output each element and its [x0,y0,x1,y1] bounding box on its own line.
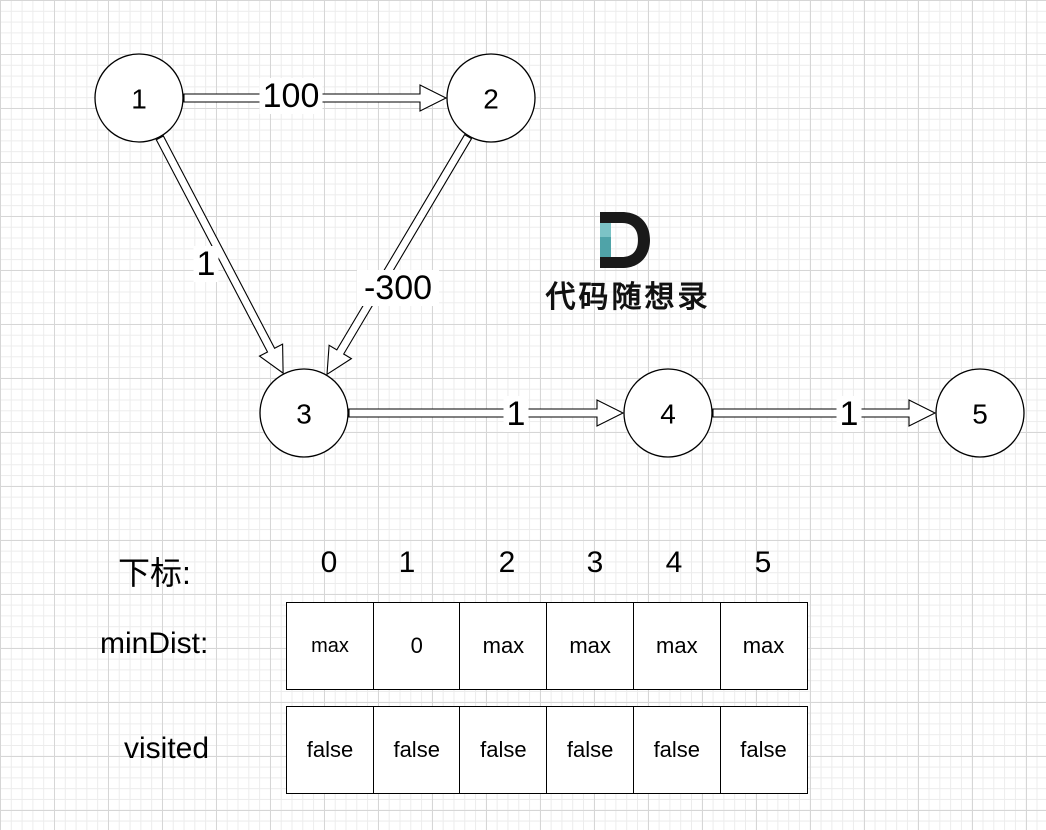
visited-cell-0: false [286,706,374,794]
node-circle [935,368,1025,458]
min-dist-cell-4: max [632,602,721,690]
visited-cell-5: false [719,706,808,794]
index-2: 2 [498,546,516,579]
logo: 代码随想录 [528,210,728,320]
index-label: 下标: [118,555,191,591]
min-dist-cell-5: max [719,602,808,690]
logo-text: 代码随想录 [545,280,711,315]
node-label: 3 [296,399,312,430]
index-4: 4 [665,546,683,579]
visited-cell-2: false [459,706,548,794]
node-label: 5 [972,399,988,430]
graph-node-3: 3 [259,368,349,458]
graph-diagram: 100 1 -300 1 1 1 2 3 4 5 [94,53,1025,458]
index-5: 5 [754,546,772,579]
edge-weight-label: -300 [364,269,432,307]
edge-label-bg [836,396,862,432]
visited-label: visited [124,732,210,765]
graph-node-2: 2 [446,53,536,143]
nodes-layer: 1 2 3 4 5 [94,53,1025,458]
edge-weight-label: 1 [197,245,216,283]
edge-arrow-4-5 [712,399,937,427]
node-label: 2 [483,84,499,115]
node-circle [446,53,536,143]
edge-label-bg [357,270,439,306]
edge-arrow-3-4 [348,399,625,427]
index-0: 0 [320,546,338,579]
min-dist-cell-3: max [546,602,635,690]
edge-1-3: 1 [155,135,284,375]
edge-2-3: -300 [326,133,473,376]
min-dist-cell-2: max [459,602,548,690]
edge-label-bg [193,246,219,282]
edge-weight-label: 100 [263,77,320,115]
logo-d-icon [600,212,650,268]
edge-weight-label: 1 [507,395,526,433]
node-circle [259,368,349,458]
node-circle [94,53,184,143]
graph-node-1: 1 [94,53,184,143]
edge-weight-label: 1 [840,395,859,433]
visited-cell-3: false [546,706,635,794]
edge-arrow-1-3 [155,135,284,375]
node-circle [623,368,713,458]
visited-cell-1: false [372,706,461,794]
index-1: 1 [398,546,416,579]
graph-node-4: 4 [623,368,713,458]
edges-layer: 100 1 -300 1 1 [155,77,937,433]
edge-3-4: 1 [348,395,625,433]
edge-label-bg [503,396,529,432]
graph-node-5: 5 [935,368,1025,458]
edge-label-bg [259,78,323,114]
min-dist-label: minDist: [100,627,209,660]
index-3: 3 [586,546,604,579]
min-dist-cell-0: max [286,602,374,690]
node-label: 4 [660,399,676,430]
visited-cell-4: false [632,706,721,794]
node-label: 1 [131,84,147,115]
min-dist-cell-1: 0 [372,602,461,690]
edge-1-2: 100 [183,77,448,115]
edge-4-5: 1 [712,395,937,433]
edge-arrow-2-3 [326,133,473,376]
